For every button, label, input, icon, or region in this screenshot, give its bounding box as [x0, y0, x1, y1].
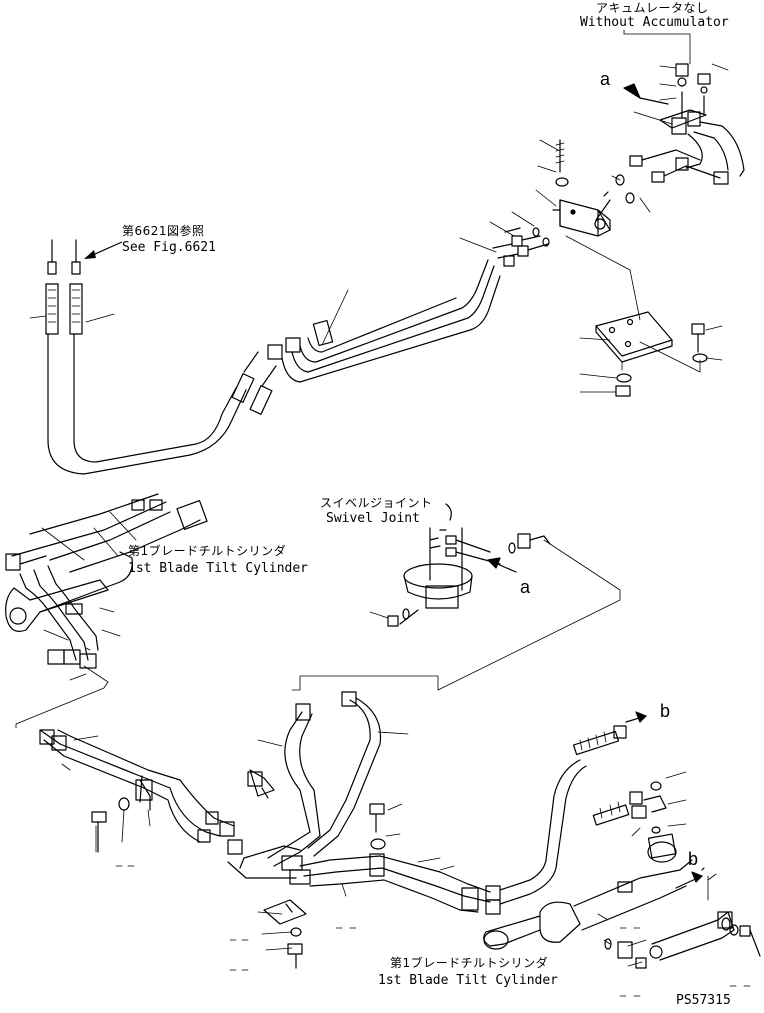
tilt-cylinder-top [5, 493, 208, 632]
arrow-a-top [623, 83, 669, 105]
swivel-joint-jp-label: スイベルジョイント [320, 496, 433, 510]
swivel-fitting-right [291, 533, 621, 691]
see-fig-arrow-icon [84, 241, 123, 259]
tilt-cylinder-top-label: 1st Blade Tilt Cylinder [128, 561, 309, 576]
ref-b-lower-label: b [688, 849, 699, 869]
misc-dashes [115, 865, 751, 997]
hose-assembly-left [29, 239, 301, 475]
control-valve-block [492, 139, 721, 321]
part-code-label: PS57315 [676, 993, 731, 1008]
see-fig-jp-label: 第6621図参照 [122, 224, 205, 238]
see-fig-label: See Fig.6621 [122, 240, 216, 255]
swivel-joint-label: Swivel Joint [326, 511, 420, 526]
arrow-b-lower [675, 867, 705, 889]
tube-bundle-lower-left [39, 729, 243, 855]
tube-bundle-top [281, 259, 501, 383]
tilt-cylinder-bottom [483, 771, 693, 950]
tilt-cylinder-bottom-jp-label: 第1ブレードチルトシリンダ [390, 956, 549, 970]
without-accumulator-label: Without Accumulator [580, 15, 729, 30]
without-accumulator-jp-label: アキュムレータなし [596, 1, 709, 15]
ref-a-top-label: a [600, 69, 611, 89]
hose-to-b [572, 711, 647, 756]
tube-bundle-lower-right [299, 759, 587, 915]
cylinder-rod-bottom-right [604, 873, 761, 969]
tube-bundle-center [227, 691, 409, 885]
tilt-cylinder-top-jp-label: 第1ブレードチルトシリンダ [128, 544, 287, 558]
tilt-piping-left [15, 565, 121, 729]
ref-a-mid-label: a [520, 577, 531, 597]
accumulator-bypass-piping [623, 29, 745, 185]
clamp-lower [257, 899, 307, 969]
leader-lines-top [459, 139, 651, 253]
swivel-joint [369, 503, 517, 627]
ref-b-right-label: b [660, 701, 671, 721]
mounting-plate [579, 311, 723, 397]
tilt-cylinder-bottom-label: 1st Blade Tilt Cylinder [378, 973, 559, 988]
